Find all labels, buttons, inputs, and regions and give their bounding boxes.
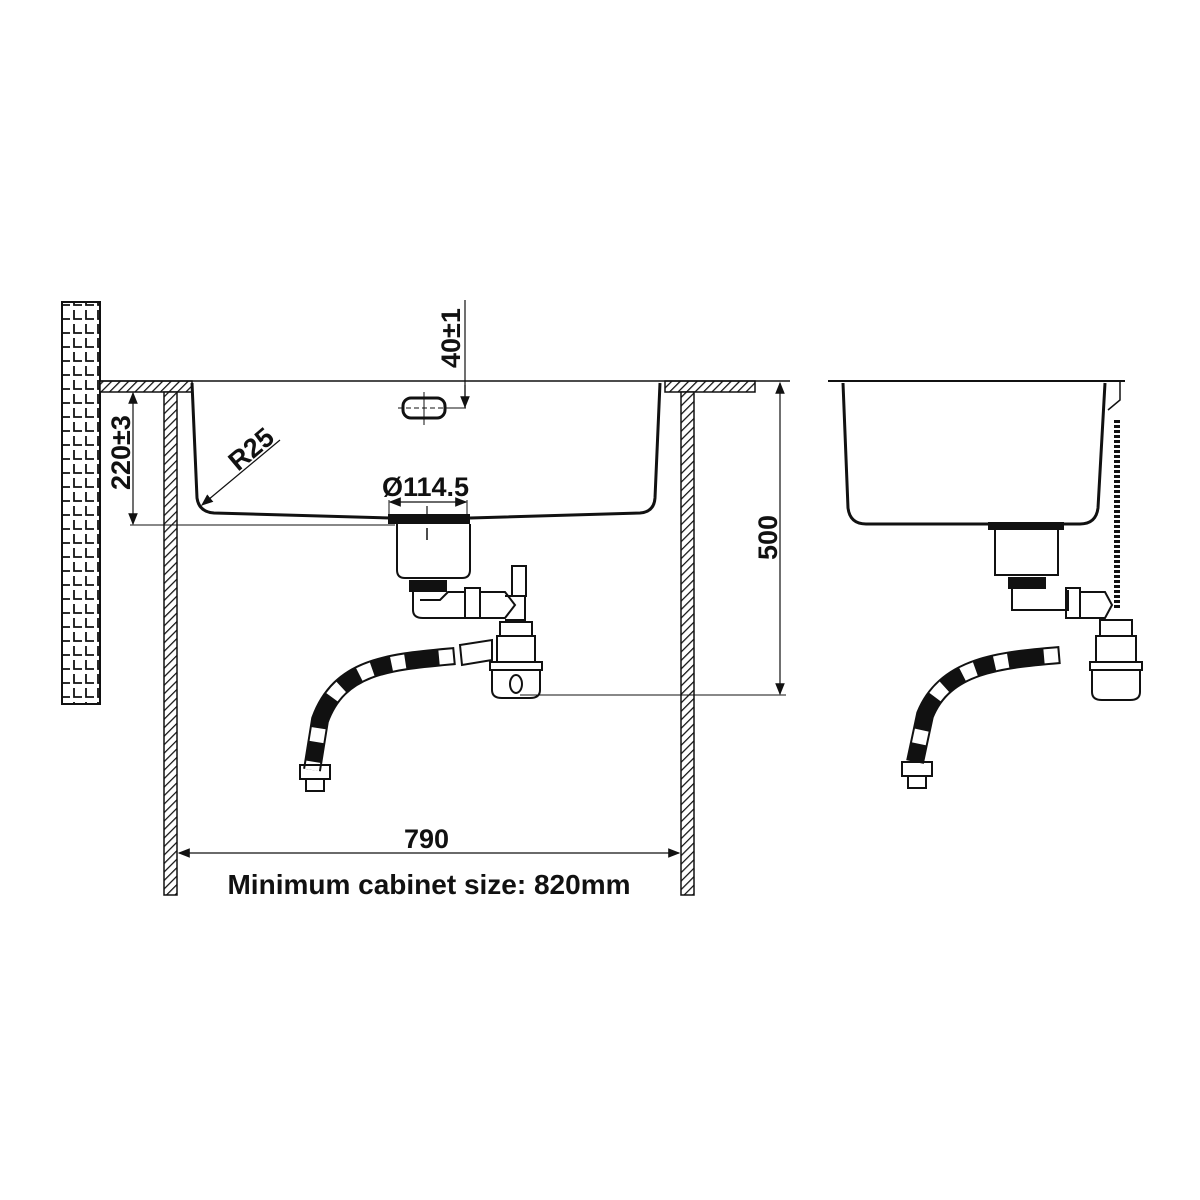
drain-hose-front bbox=[299, 647, 456, 792]
dimension-overflow-depth: 40±1 bbox=[436, 300, 470, 409]
dimension-corner-radius: R25 bbox=[201, 422, 281, 506]
dimension-sink-depth: 220±3 bbox=[106, 391, 395, 526]
cabinet-panel-right bbox=[680, 391, 695, 896]
overflow-depth-label: 40±1 bbox=[436, 308, 466, 368]
corner-radius-label: R25 bbox=[223, 422, 280, 477]
dimension-inner-width: 790 bbox=[177, 824, 681, 858]
sink-bowl-front bbox=[190, 382, 662, 520]
inner-width-label: 790 bbox=[404, 824, 449, 854]
dimension-drain-diameter: Ø114.5 bbox=[382, 472, 469, 518]
sink-depth-label: 220±3 bbox=[106, 415, 136, 490]
cabinet-panel-left bbox=[163, 391, 178, 896]
drain-diameter-label: Ø114.5 bbox=[382, 472, 469, 502]
drain-siphon-front bbox=[388, 514, 543, 699]
countertop bbox=[99, 380, 790, 393]
minimum-cabinet-size-caption: Minimum cabinet size: 820mm bbox=[227, 869, 630, 900]
total-height-label: 500 bbox=[753, 515, 783, 560]
wall bbox=[61, 301, 101, 705]
sink-side-view bbox=[828, 380, 1143, 789]
dimension-total-height: 500 bbox=[520, 381, 786, 696]
